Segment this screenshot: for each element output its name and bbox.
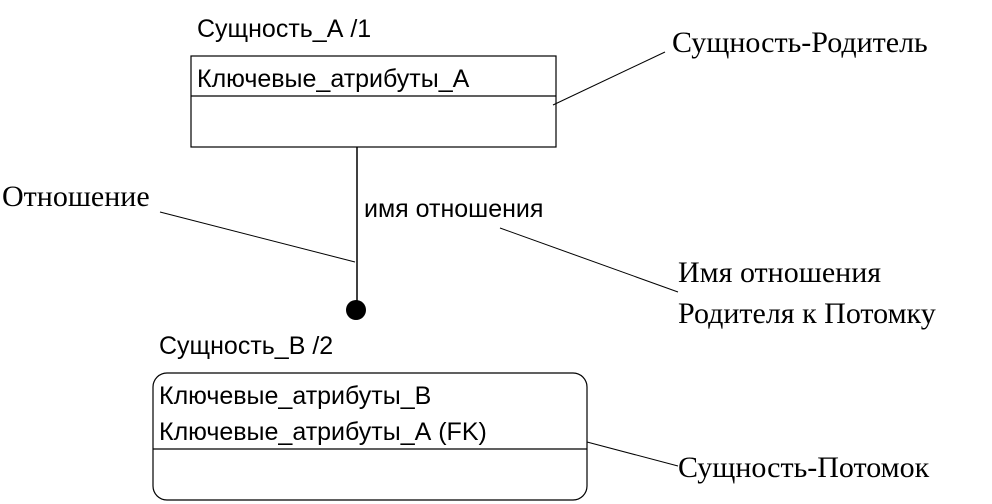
entity-b-foreign-key: Ключевые_атрибуты_А (FK)	[159, 418, 487, 446]
callout-parent-label: Сущность-Родитель	[672, 26, 928, 59]
callout-relationship-label: Отношение	[2, 180, 150, 213]
callout-child-label: Сущность-Потомок	[678, 451, 930, 484]
callout-relationship-name-line1: Имя отношения	[678, 256, 881, 289]
callout-relationship-leader	[159, 211, 356, 263]
relationship-name-label: имя отношения	[364, 195, 543, 223]
entity-a-box	[190, 55, 557, 148]
entity-a-title: Сущность_А /1	[197, 15, 371, 43]
callout-parent-leader	[552, 51, 666, 106]
callout-relationship-name-leader	[499, 227, 679, 293]
callout-relationship-name-line2: Родителя к Потомку	[678, 297, 936, 330]
entity-b-box	[152, 372, 588, 501]
entity-a-key-attributes: Ключевые_атрибуты_А	[197, 65, 470, 93]
relationship-cardinality-dot	[346, 300, 366, 320]
callout-child-leader	[586, 441, 679, 467]
entity-b-title: Сущность_В /2	[159, 332, 333, 360]
entity-b-key-attributes: Ключевые_атрибуты_В	[159, 382, 431, 410]
